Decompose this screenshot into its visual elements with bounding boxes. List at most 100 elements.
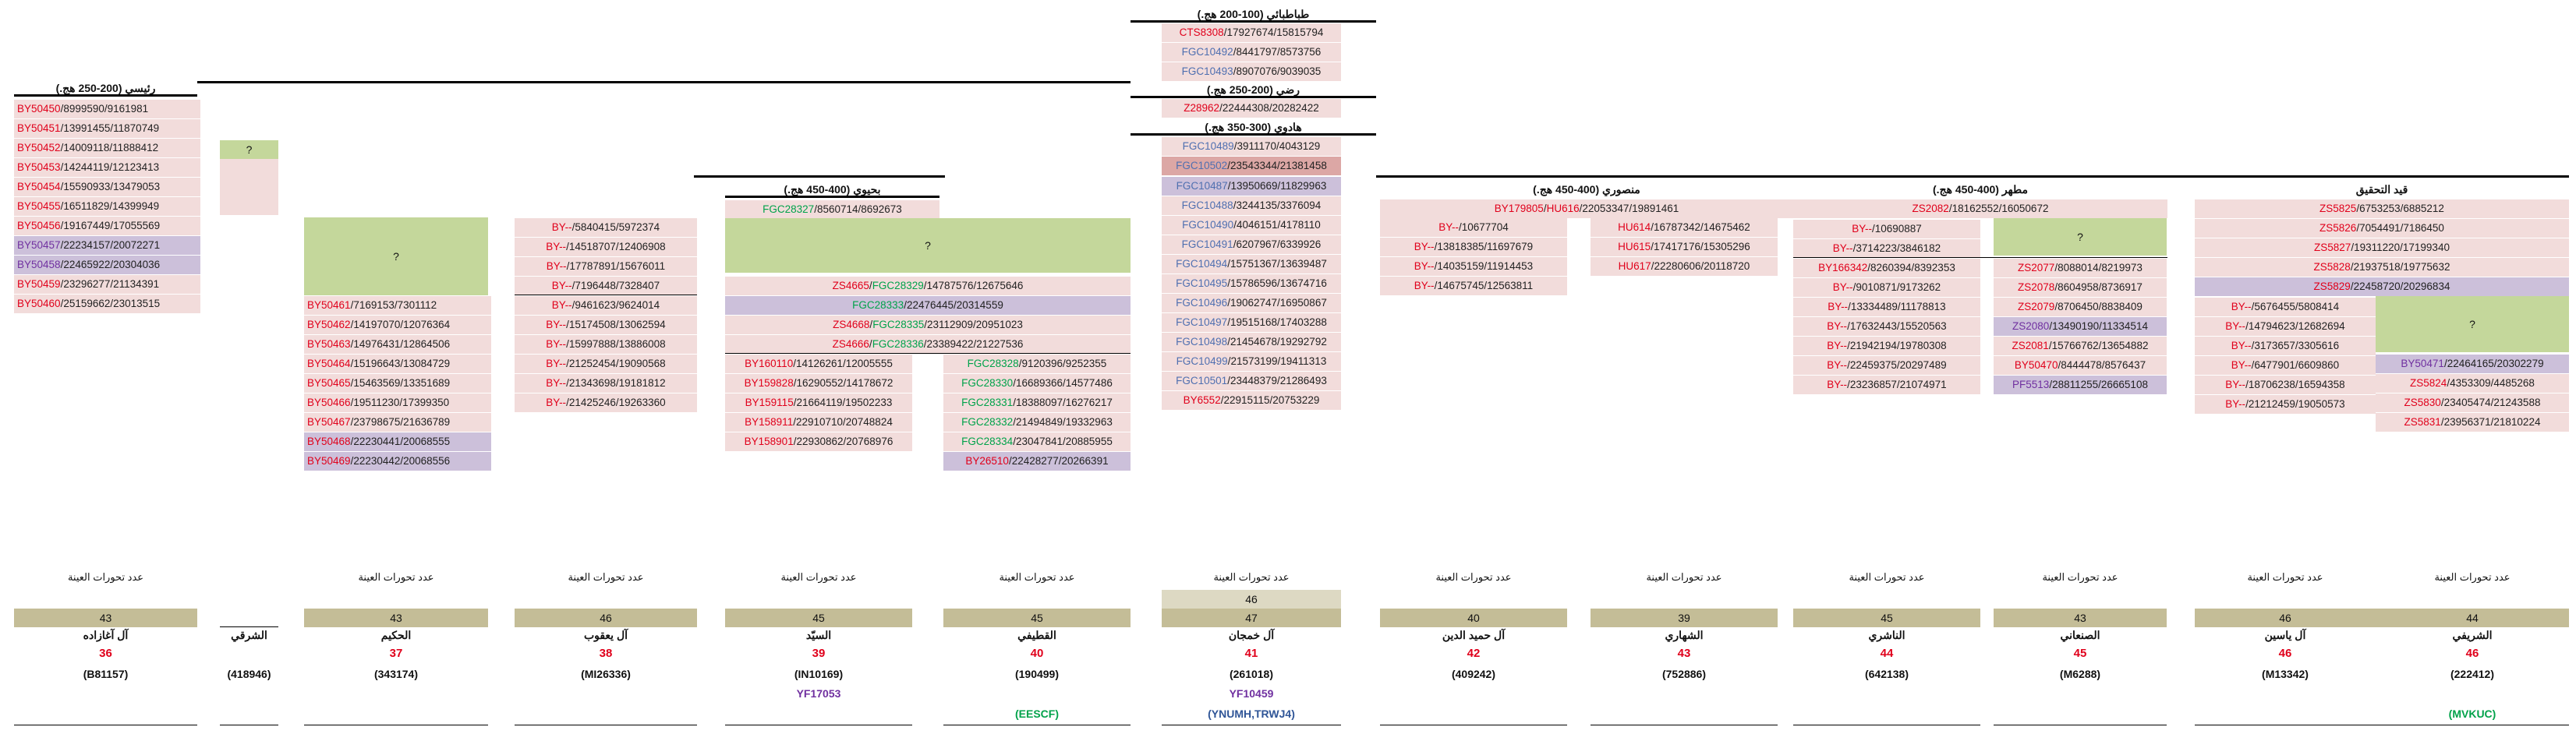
snp-segment: /15174508/13062594 (566, 319, 666, 330)
snp-row: BY50465/15463569/13351689 (304, 374, 491, 393)
snp-segment: BY-- (551, 221, 572, 233)
snp-segment: /15766762/13654882 (2048, 340, 2149, 351)
snp-row: ZS5826/7054491/7186450 (2195, 219, 2569, 238)
snp-segment: FGC10499 (1176, 355, 1228, 367)
family-name: الشهاري (1665, 629, 1704, 641)
family-snp: (642138) (1864, 668, 1909, 680)
snp-segment: BY50468 (307, 436, 351, 447)
snp-segment: FGC10498 (1176, 336, 1228, 348)
snp-segment: /19311220/17199340 (2351, 242, 2450, 253)
snp-segment: /14009118/11888412 (60, 142, 159, 154)
snp-segment: BY50464 (307, 358, 351, 369)
snp-row: BY50468/22230441/20068555 (304, 432, 491, 451)
snp-segment: /19167449/17055569 (60, 220, 161, 231)
snp-segment: BY50469 (307, 455, 351, 467)
snp-segment: BY50457 (17, 239, 61, 251)
snp-segment: /5676455/5808414 (2251, 301, 2340, 312)
family-name: السيّد (805, 629, 832, 641)
snp-segment: /21664119/19502233 (793, 397, 893, 408)
mutation-count-header: عدد تحورات العينة (67, 571, 144, 583)
snp-segment: /7169153/7301112 (350, 299, 437, 311)
snp-segment: /21425246/19263360 (566, 397, 666, 408)
family-name: آل حميد الدين (1442, 629, 1506, 641)
snp-row: BY50450/8999590/9161981 (14, 100, 200, 118)
snp-row: BY50456/19167449/17055569 (14, 217, 200, 235)
snp-row: ZS5831/23956371/21810224 (2376, 413, 2569, 432)
snp-segment: FGC28335 (872, 319, 925, 330)
snp-segment: / (869, 280, 872, 291)
snp-segment: BY-- (1827, 379, 1848, 390)
snp-segment: /10677704 (1458, 221, 1509, 233)
snp-segment: BY-- (551, 299, 572, 311)
snp-row: BY--/17787891/15676011 (515, 257, 697, 276)
snp-segment: BY50470 (2014, 359, 2058, 371)
divider (197, 81, 1131, 83)
snp-segment: /13818385/11697679 (1434, 241, 1534, 252)
snp-segment: BY-- (546, 241, 567, 252)
family-subclade: (EESCF) (1015, 708, 1059, 720)
snp-segment: /22444308/20282422 (1219, 102, 1319, 114)
snp-segment: PF5513 (2012, 379, 2050, 390)
snp-segment: /23956371/21810224 (2440, 416, 2541, 428)
snp-segment: BY26510 (965, 455, 1009, 467)
snp-segment: /23236857/21074971 (1847, 379, 1947, 390)
snp-segment: /22230442/20068556 (350, 455, 451, 467)
snp-segment: /3244135/3376094 (1233, 199, 1322, 211)
snp-row: BY--/18706238/16594358 (2195, 376, 2376, 394)
family-name: الصنعاني (2060, 629, 2100, 641)
mutation-count: 39 (1591, 609, 1778, 627)
family-snp: (190499) (1014, 668, 1060, 680)
snp-row: BY--/21343698/19181812 (515, 374, 697, 393)
snp-row: CTS8308/17927674/15815794 (1162, 23, 1341, 42)
snp-segment: /10690887 (1871, 223, 1922, 235)
snp-row: FGC10487/13950669/11829963 (1162, 177, 1341, 196)
family-snp: (M13342) (2262, 668, 2309, 680)
snp-row: FGC10499/21573199/19411313 (1162, 352, 1341, 371)
snp-row: BY--/23236857/21074971 (1793, 376, 1980, 394)
family-subclade: YF10459 (1229, 687, 1274, 700)
snp-row: BY50455/16511829/14399949 (14, 197, 200, 216)
snp-segment: FGC10492 (1181, 46, 1233, 58)
snp-segment: BY-- (1414, 241, 1435, 252)
snp-row: BY--/14035159/11914453 (1380, 257, 1567, 276)
snp-segment: /14126261/12005555 (793, 358, 893, 369)
snp-segment: ZS2079 (2018, 301, 2055, 312)
snp-segment: /13334489/11178813 (1848, 301, 1946, 312)
family-snp: (752886) (1661, 668, 1707, 680)
mutation-count-header: عدد تحورات العينة (358, 571, 434, 583)
snp-row: BY50469/22230442/20068556 (304, 452, 491, 471)
mutation-count-header: عدد تحورات العينة (1435, 571, 1512, 583)
family-name: الشريفي (2452, 629, 2493, 641)
snp-row: BY--/15997888/13886008 (515, 335, 697, 354)
mutation-count-header: عدد تحورات العينة (2434, 571, 2511, 583)
snp-row: BY159828/16290552/14178672 (725, 374, 912, 393)
header-tahqiq: قيد التحقيق (2355, 183, 2408, 196)
snp-segment: /21252454/19090568 (566, 358, 666, 369)
snp-segment: BY-- (2225, 398, 2246, 410)
divider (725, 353, 1131, 354)
snp-segment: FGC10494 (1176, 258, 1228, 270)
snp-row: BY50466/19511230/17399350 (304, 393, 491, 412)
snp-segment: ZS2078 (2018, 281, 2055, 293)
snp-segment: FGC10496 (1176, 297, 1228, 309)
snp-segment: /6477901/6609860 (2251, 359, 2340, 371)
snp-segment: ZS5826 (2319, 222, 2357, 234)
divider (1793, 257, 2167, 258)
snp-segment: /22280606/20118720 (1651, 260, 1750, 272)
snp-segment: /17417176/15305296 (1651, 241, 1750, 252)
snp-segment: /22428277/20266391 (1008, 455, 1109, 467)
snp-segment: BY-- (551, 280, 572, 291)
snp-segment: ZS5824 (2410, 377, 2447, 389)
snp-row: FGC28330/16689366/14577486 (943, 374, 1131, 393)
snp-segment: BY-- (546, 397, 567, 408)
snp-segment: BY-- (2231, 301, 2252, 312)
snp-row: BY--/13334489/11178813 (1793, 298, 1980, 316)
snp-row: BY--/6477901/6609860 (2195, 356, 2376, 375)
snp-row: BY--/21942194/19780308 (1793, 337, 1980, 355)
snp-segment: BY-- (1414, 260, 1435, 272)
snp-row: ZS4665/FGC28329/14787576/12675646 (725, 277, 1131, 295)
unknown-marker: ? (725, 218, 1131, 273)
snp-row: BY50461/7169153/7301112 (304, 296, 491, 315)
snp-segment: FGC10501 (1176, 375, 1228, 386)
snp-segment: /21573199/19411313 (1227, 355, 1327, 367)
